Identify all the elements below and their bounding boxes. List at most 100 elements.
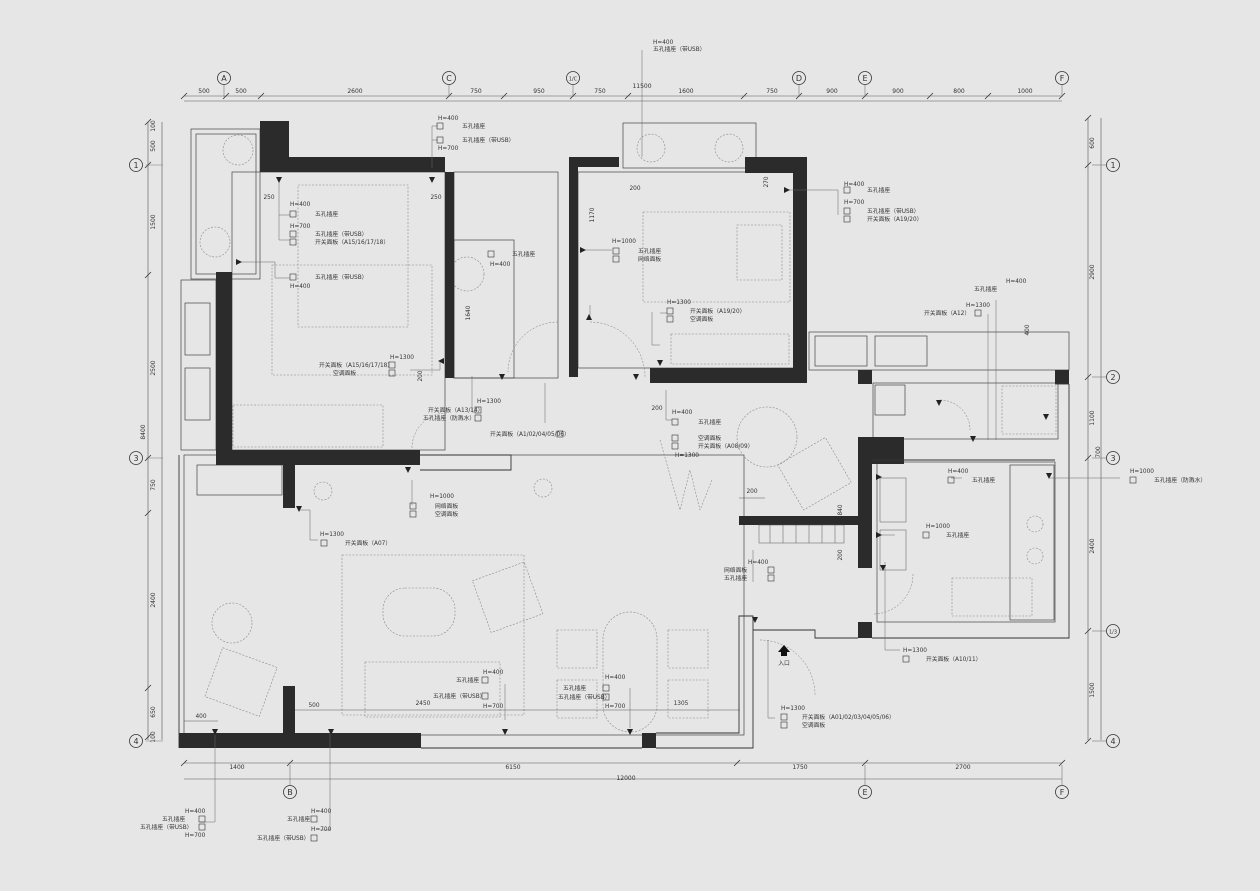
ann-height: H=1300 (781, 706, 805, 712)
ann-height: H=1000 (1130, 469, 1154, 475)
dimension-ticks (144, 92, 1092, 767)
ann-text: 五孔插座 (512, 250, 535, 258)
entrance-marker: 入口 (778, 645, 790, 667)
ann-text: 五孔插座（带USB） (140, 823, 192, 831)
ann-height: H=1000 (430, 494, 454, 500)
inner-dim: 250 (430, 195, 441, 201)
dim-top-text: 950 (533, 88, 545, 95)
inner-dim: 200 (838, 549, 844, 560)
dim-bottom-text: 1400 (229, 764, 244, 771)
ann-text: 五孔插座 (698, 418, 721, 426)
inner-dim: 400 (195, 714, 206, 720)
ann-text: 五孔插座（带USB） (462, 136, 514, 144)
ann-text: 网络面板 (724, 566, 747, 574)
ann-height: H=400 (748, 560, 769, 566)
dim-right-text: 2900 (1089, 264, 1096, 279)
dim-top-text: 750 (766, 88, 778, 95)
axis-label-1-right: 1 (1110, 161, 1115, 170)
ann-height: H=1300 (675, 453, 699, 459)
axis-label-2-right: 2 (1110, 373, 1115, 382)
ann-height: H=700 (290, 224, 311, 230)
ann-text: 空调面板 (802, 721, 825, 729)
ann-height: H=700 (438, 146, 459, 152)
axis-labels: A C 1/C D E F B E F 1 3 4 1 2 3 1/3 4 (133, 74, 1117, 797)
ann-text: 五孔插座 (946, 531, 969, 539)
ann-text: 开关面板（A10/11） (926, 655, 981, 663)
axis-label-a: A (221, 74, 227, 83)
wall-hatch (758, 477, 907, 571)
entrance-label: 入口 (778, 660, 790, 667)
ann-height: H=700 (844, 200, 865, 206)
dim-left-text: 650 (150, 706, 157, 718)
dim-left-text: 100 (150, 731, 157, 743)
inner-dim: 1170 (590, 207, 596, 222)
ann-text: 空调面板 (435, 510, 458, 518)
dim-left-text: 500 (150, 140, 157, 152)
ann-height: H=1300 (477, 399, 501, 405)
inner-dim: 200 (629, 186, 640, 192)
axis-label-b: B (287, 788, 293, 797)
inner-dim: 500 (308, 703, 319, 709)
ann-height: H=400 (438, 116, 459, 122)
axis-label-3: 3 (133, 454, 138, 463)
walls (179, 121, 1069, 748)
axis-label-1c: 1/C (569, 77, 578, 83)
dimension-texts-bottom: 1400 6150 1750 2700 12000 (229, 764, 970, 782)
socket-boxes (198, 122, 1137, 842)
dimension-lines (147, 95, 1102, 780)
dimension-texts-right: 600 2900 1100 2400 1500 700 (1089, 137, 1102, 698)
ann-text: 五孔插座 (462, 122, 485, 130)
ann-text: 开关面板（A19/20） (867, 215, 922, 223)
inner-dim: 200 (651, 406, 662, 412)
ann-text: 开关面板（A15/16/17/18） (319, 361, 393, 369)
dim-right-text: 1500 (1089, 682, 1096, 697)
axis-label-4-right: 4 (1110, 737, 1115, 746)
axis-lines (146, 85, 1106, 785)
ann-text: 五孔插座 (456, 676, 479, 684)
dim-left-text: 750 (150, 479, 157, 491)
ann-height: H=400 (185, 809, 206, 815)
inner-dim: 200 (418, 370, 424, 381)
ann-height: H=400 (672, 410, 693, 416)
axis-label-f: F (1060, 74, 1065, 83)
dim-top-text: 500 (235, 88, 247, 95)
dim-top-text: 500 (198, 88, 210, 95)
ann-text: 空调面板 (333, 369, 356, 377)
ann-height: H=400 (948, 469, 969, 475)
ann-text: 五孔插座 (724, 574, 747, 582)
ann-text: 开关面板（A13/14） (428, 406, 483, 414)
dimension-texts-top: 500 500 2600 750 950 750 1600 750 900 90… (198, 83, 1033, 95)
ann-text: 开关面板（A07） (345, 539, 391, 547)
ann-text: 五孔插座（带USB） (257, 834, 309, 842)
ann-height: H=400 (290, 202, 311, 208)
inner-dim: 250 (263, 195, 274, 201)
axis-label-1: 1 (133, 161, 138, 170)
inner-dim: 840 (838, 504, 844, 515)
dim-left-text: 1500 (150, 214, 157, 229)
inner-dim: 2450 (416, 701, 431, 707)
ann-text: 五孔插座 (563, 684, 586, 692)
dim-top-text: 800 (953, 88, 965, 95)
axis-label-e: E (862, 74, 867, 83)
ann-height: H=1300 (320, 532, 344, 538)
ann-text: 开关面板（A01/02/03/04/05/06） (802, 713, 895, 721)
ann-text: 空调面板 (690, 315, 713, 323)
dim-bottom-text: 1750 (792, 764, 807, 771)
ann-height: H=700 (605, 704, 626, 710)
dim-top-text: 750 (470, 88, 482, 95)
ann-height: H=1300 (903, 648, 927, 654)
dim-left-text: 2400 (150, 592, 157, 607)
outlet-markers (212, 177, 1052, 735)
ann-text: 五孔插座（带USB） (433, 692, 485, 700)
ann-height: H=400 (605, 675, 626, 681)
leader-lines (200, 50, 1120, 831)
dim-left-total: 8400 (140, 424, 147, 439)
furniture (199, 133, 1057, 733)
ann-height: H=1300 (966, 303, 990, 309)
axis-label-d: D (796, 74, 802, 83)
ann-text: 空调面板 (698, 434, 721, 442)
ann-height: H=700 (185, 833, 206, 839)
ann-height: H=400 (653, 40, 674, 46)
ann-height: H=1000 (926, 524, 950, 530)
